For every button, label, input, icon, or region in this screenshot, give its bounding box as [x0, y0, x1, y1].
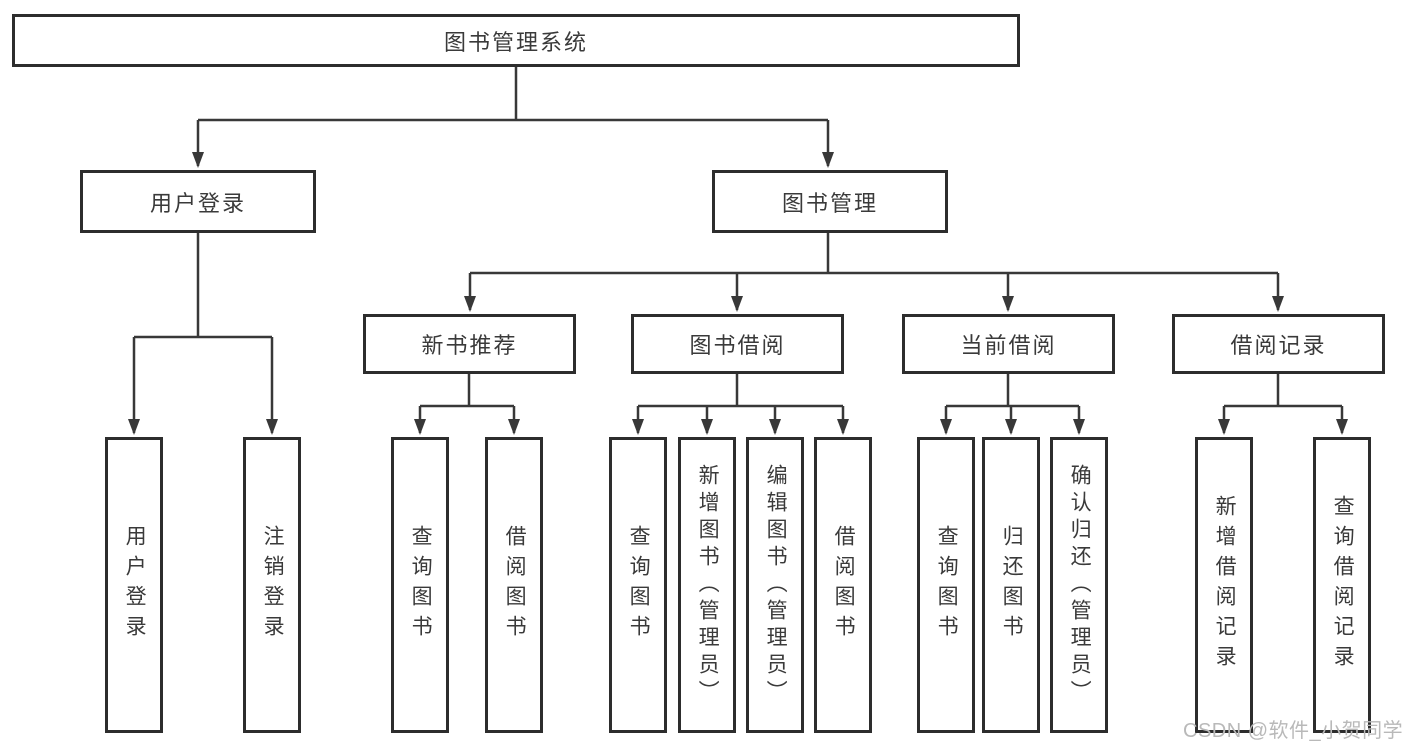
node-book-borrowing-label: 图书借阅: [689, 333, 786, 358]
node-borrowing-records: 借阅记录: [1172, 314, 1385, 374]
leaf-br-query-record-label: 查询借阅记录: [1331, 495, 1355, 675]
leaf-nb-query-books-label: 查询图书: [409, 525, 433, 645]
leaf-bb-query-books: 查询图书: [609, 437, 667, 733]
leaf-nb-borrow-books-label: 借阅图书: [503, 525, 527, 645]
node-user-login-label: 用户登录: [149, 190, 246, 216]
leaf-cb-query-books: 查询图书: [917, 437, 975, 733]
leaf-logout: 注销登录: [243, 437, 301, 733]
node-library-system: 图书管理系统: [12, 14, 1020, 67]
node-book-borrowing: 图书借阅: [631, 314, 844, 374]
node-borrowing-records-label: 借阅记录: [1230, 333, 1327, 358]
leaf-logout-label: 注销登录: [261, 525, 285, 645]
watermark-text: CSDN @软件_小贺同学: [1183, 720, 1404, 742]
leaf-cb-confirm-return-admin: 确认归还（管理员）: [1050, 437, 1108, 733]
leaf-br-add-record: 新增借阅记录: [1195, 437, 1253, 733]
leaf-bb-edit-books-admin: 编辑图书（管理员）: [746, 437, 804, 733]
node-current-borrowing-label: 当前借阅: [960, 333, 1057, 358]
node-user-login: 用户登录: [80, 170, 316, 233]
leaf-bb-add-books-admin-label: 新增图书（管理员）: [696, 463, 720, 707]
leaf-bb-edit-books-admin-label: 编辑图书（管理员）: [764, 463, 788, 707]
node-new-book-recommendation-label: 新书推荐: [421, 333, 518, 358]
leaf-br-query-record: 查询借阅记录: [1313, 437, 1371, 733]
leaf-user-login-label: 用户登录: [123, 525, 147, 645]
leaf-br-add-record-label: 新增借阅记录: [1213, 495, 1237, 675]
leaf-bb-query-books-label: 查询图书: [627, 525, 651, 645]
leaf-cb-return-books: 归还图书: [982, 437, 1040, 733]
node-book-management-label: 图书管理: [781, 190, 878, 216]
node-library-system-label: 图书管理系统: [443, 29, 588, 55]
leaf-nb-query-books: 查询图书: [391, 437, 449, 733]
leaf-bb-add-books-admin: 新增图书（管理员）: [678, 437, 736, 733]
node-book-management: 图书管理: [712, 170, 948, 233]
node-current-borrowing: 当前借阅: [902, 314, 1115, 374]
leaf-bb-borrow-books: 借阅图书: [814, 437, 872, 733]
leaf-user-login: 用户登录: [105, 437, 163, 733]
leaf-bb-borrow-books-label: 借阅图书: [832, 525, 856, 645]
leaf-cb-confirm-return-admin-label: 确认归还（管理员）: [1068, 463, 1092, 707]
leaf-cb-return-books-label: 归还图书: [1000, 525, 1024, 645]
node-new-book-recommendation: 新书推荐: [363, 314, 576, 374]
leaf-cb-query-books-label: 查询图书: [935, 525, 959, 645]
leaf-nb-borrow-books: 借阅图书: [485, 437, 543, 733]
